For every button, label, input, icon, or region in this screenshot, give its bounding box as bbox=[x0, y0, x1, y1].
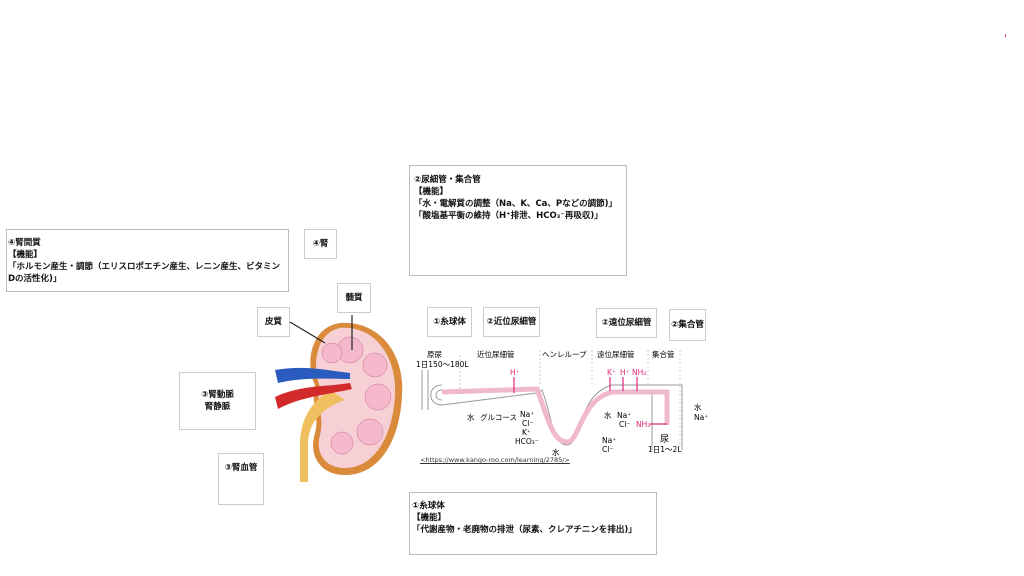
glomerulus-function-box: ①糸球体 【機能】 「代謝産物・老廃物の排泄（尿素、クレアチニンを排出)」 bbox=[409, 492, 657, 555]
red-mark bbox=[1005, 34, 1006, 37]
label-artery: ③腎動脈 bbox=[201, 390, 234, 400]
source-link[interactable]: <https://www.kango-roo.com/learning/2785… bbox=[420, 456, 570, 464]
section-henle: ヘンレループ bbox=[542, 350, 587, 359]
renal-vein bbox=[275, 367, 350, 383]
interstitium-func-label: 【機能】 bbox=[8, 250, 43, 260]
section-proximal: 近位尿細管 bbox=[477, 349, 515, 359]
cl-henle: Cl⁻ bbox=[602, 445, 613, 454]
tubule-function-box: ②尿細管・集合管 【機能】 「水・電解質の調整（Na、K、Ca、Pなどの調節)」… bbox=[409, 165, 627, 276]
urine-volume: 1日1〜2L bbox=[648, 445, 682, 454]
interstitium-function-box: ④腎間質 【機能】 「ホルモン産生・調節（エリスロポエチン産生、レニン産生、ビタ… bbox=[6, 229, 289, 292]
glomerulus-func-label: 【機能】 bbox=[412, 513, 447, 523]
label-vein: 腎静脈 bbox=[204, 402, 231, 412]
nh3-distal: NH₃ bbox=[632, 368, 646, 377]
glucose: グルコース bbox=[480, 412, 517, 422]
label-proximal: ②近位尿細管 bbox=[483, 307, 540, 337]
interstitium-title: ④腎間質 bbox=[8, 238, 41, 248]
primary-urine: 原尿 bbox=[427, 350, 442, 359]
hco3: HCO₃⁻ bbox=[515, 437, 539, 446]
h-ion-distal: H⁺ bbox=[620, 368, 630, 377]
glomerulus-line1: 「代謝産物・老廃物の排泄（尿素、クレアチニンを排出)」 bbox=[412, 525, 637, 535]
glomerulus-title: ①糸球体 bbox=[412, 501, 445, 511]
tubule-lumen bbox=[441, 386, 670, 445]
label-glomerulus: ①糸球体 bbox=[427, 307, 472, 337]
k-1: K⁺ bbox=[522, 428, 531, 437]
ureter bbox=[300, 390, 345, 482]
cl-1: Cl⁻ bbox=[522, 419, 533, 428]
water-collecting: 水 bbox=[694, 402, 702, 412]
label-vessel: ③腎血管 bbox=[218, 453, 264, 505]
primary-volume: 1日150〜180L bbox=[416, 360, 469, 369]
label-distal: ②遠位尿細管 bbox=[596, 308, 657, 338]
label-medulla: 髄質 bbox=[337, 283, 371, 313]
nephron-diagram: 原尿 1日150〜180L 近位尿細管 ヘンレループ 遠位尿細管 集合管 H⁺ … bbox=[416, 349, 708, 457]
interstitium-line1: 「ホルモン産生・調節（エリスロポエチン産生、レニン産生、ビタミンDの活性化)」 bbox=[8, 262, 281, 284]
tubule-func-label: 【機能】 bbox=[414, 187, 449, 197]
nh3-collecting: NH₃ bbox=[636, 420, 650, 429]
cl-distal: Cl⁻ bbox=[619, 420, 630, 429]
tubule-line2: 「酸塩基平衡の維持（H⁺排泄、HCO₃⁻再吸収)」 bbox=[414, 211, 603, 221]
na-distal: Na⁺ bbox=[617, 411, 631, 420]
k-ion-distal: K⁺ bbox=[607, 368, 616, 377]
tubule-title: ②尿細管・集合管 bbox=[414, 175, 481, 185]
tubule-line1: 「水・電解質の調整（Na、K、Ca、Pなどの調節)」 bbox=[414, 199, 618, 209]
label-cortex: 皮質 bbox=[257, 307, 290, 337]
water-distal: 水 bbox=[604, 410, 612, 420]
water-1: 水 bbox=[467, 412, 475, 422]
urine: 尿 bbox=[660, 434, 669, 445]
section-distal: 遠位尿細管 bbox=[597, 349, 635, 359]
renal-artery bbox=[275, 383, 352, 409]
label-artery-vein: ③腎動脈 腎静脈 bbox=[179, 372, 256, 430]
kidney-illustration bbox=[275, 315, 403, 482]
water-henle: 水 bbox=[552, 447, 560, 457]
na-collecting: Na⁺ bbox=[694, 413, 708, 422]
h-ion-proximal: H⁺ bbox=[510, 368, 520, 377]
label-kidney: ④腎 bbox=[304, 229, 337, 259]
kidney-pyramids bbox=[321, 336, 392, 455]
na-1: Na⁺ bbox=[520, 410, 534, 419]
na-henle: Na⁺ bbox=[602, 436, 616, 445]
label-collecting: ②集合管 bbox=[669, 309, 706, 341]
section-collecting: 集合管 bbox=[652, 349, 675, 359]
